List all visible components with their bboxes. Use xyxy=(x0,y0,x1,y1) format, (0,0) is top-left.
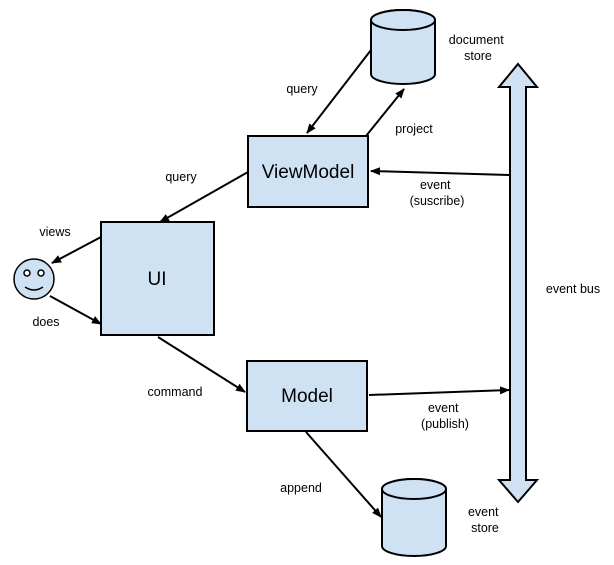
project-label: project xyxy=(395,122,433,136)
query-top-label: query xyxy=(286,82,318,96)
event-store-cylinder xyxy=(381,478,447,557)
arrow-viewmodel-to-docstore xyxy=(365,88,405,137)
query-left-label: query xyxy=(165,170,197,184)
arrow-user-to-ui xyxy=(49,295,102,325)
ui-label: UI xyxy=(148,269,167,290)
event-subscribe-label: event (suscribe) xyxy=(410,178,465,208)
arrow-bus-to-viewmodel xyxy=(370,167,511,176)
event-bus-arrow xyxy=(496,62,540,504)
append-label: append xyxy=(280,481,322,495)
document-store-label: document store xyxy=(449,33,507,63)
ui-box xyxy=(100,221,215,336)
arrow-ui-to-model xyxy=(157,336,246,393)
command-label: command xyxy=(148,385,203,399)
arrow-ui-to-user xyxy=(51,236,102,264)
model-box xyxy=(246,360,368,432)
viewmodel-box xyxy=(247,135,369,208)
does-label: does xyxy=(32,315,59,329)
views-label: views xyxy=(39,225,70,239)
event-bus-label: event bus xyxy=(546,282,600,296)
event-publish-label: event (publish) xyxy=(421,401,469,431)
viewmodel-label: ViewModel xyxy=(262,162,355,183)
arrow-model-to-bus xyxy=(368,386,510,396)
model-label: Model xyxy=(281,386,333,407)
event-store-label: event store xyxy=(468,505,502,535)
document-store-cylinder xyxy=(370,9,436,85)
smiley-face-icon xyxy=(13,258,55,300)
arrow-docstore-to-viewmodel xyxy=(306,49,372,134)
arrow-viewmodel-to-ui xyxy=(159,171,249,223)
arrow-model-to-eventstore xyxy=(305,431,382,518)
